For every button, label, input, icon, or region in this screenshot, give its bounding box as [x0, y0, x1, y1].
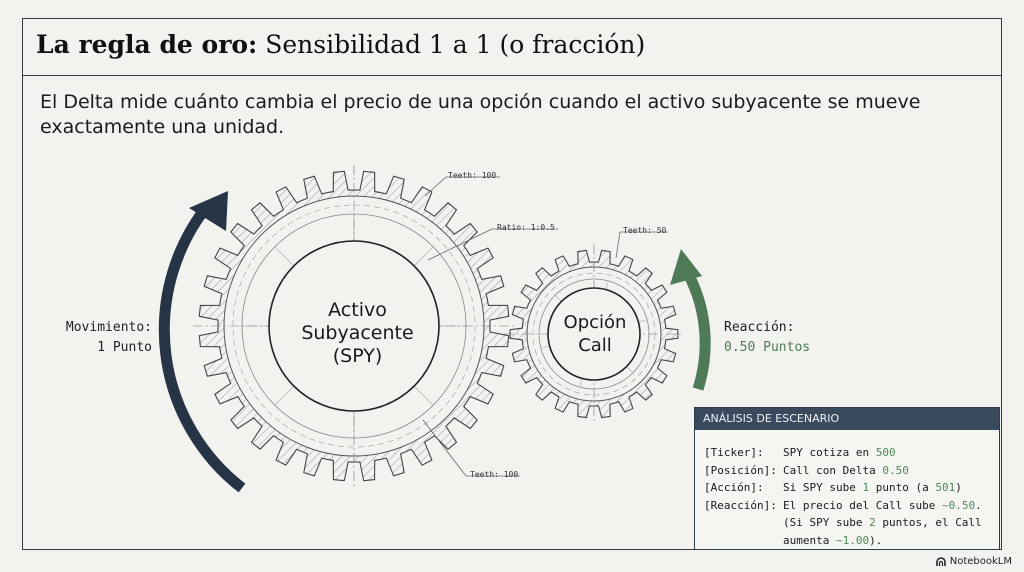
reaction-arrowhead — [670, 249, 702, 285]
gear-spoke-line — [274, 246, 295, 267]
large-gear-label: Activo Subyacente (SPY) — [285, 299, 430, 368]
scenario-row: (Si SPY sube 2 puntos, el Call — [704, 514, 995, 532]
gear-hub — [547, 287, 641, 381]
scenario-row-value: aumenta ~1.00). — [783, 532, 882, 550]
scenario-row: [Posición]: Call con Delta 0.50 — [704, 462, 995, 480]
small-gear-line2: Call — [578, 335, 612, 356]
reaction-label: Reacción: 0.50 Puntos — [724, 318, 810, 358]
movement-line1: Movimiento: — [65, 320, 152, 335]
gear-spoke-line — [579, 378, 583, 388]
scenario-text: SPY cotiza en — [783, 446, 876, 459]
scenario-highlight: ~1.00 — [835, 533, 870, 547]
gear-spoke-line — [413, 385, 434, 406]
subtitle: El Delta mide cuánto cambia el precio de… — [40, 91, 921, 138]
scenario-text: aumenta — [783, 533, 836, 547]
gear-pitch-circle — [232, 204, 476, 448]
scenario-text: ). — [869, 533, 883, 547]
movement-label: Movimiento: 1 Punto — [60, 318, 152, 358]
scenario-row-value: SPY cotiza en 500 — [783, 444, 896, 462]
small-gear-line1: Opción — [563, 312, 627, 333]
reaction-line1: Reacción: — [724, 320, 795, 335]
movement-line2: 1 Punto — [97, 340, 152, 355]
scenario-row-key: [Posición]: — [704, 463, 777, 477]
teeth-top-annotation: Teeth: 100 — [448, 171, 497, 180]
scenario-text: Si SPY sube — [783, 481, 863, 494]
ratio-annotation: Ratio: 1:0.5 — [497, 223, 555, 232]
scenario-row: [Ticker]: SPY cotiza en 500 — [704, 444, 995, 462]
scenario-highlight: 1 — [862, 481, 870, 494]
scenario-text: punto (a — [869, 481, 936, 494]
gear-hub — [268, 240, 440, 412]
gear-spoke-line — [413, 246, 434, 267]
scenario-text: ) — [955, 481, 962, 494]
scenario-row-value: (Si SPY sube 2 puntos, el Call — [783, 514, 982, 532]
large-gear-line3: (SPY) — [332, 345, 383, 367]
movement-arrowhead — [189, 191, 228, 231]
teeth-top-leader — [424, 176, 447, 197]
scenario-panel-body: [Ticker]: SPY cotiza en 500 [Posición]: Cal… — [704, 444, 995, 549]
scenario-panel-header: ANÁLISIS DE ESCENARIO — [695, 408, 999, 430]
scenario-row-key: [Acción]: — [704, 481, 764, 494]
scenario-row-value: El precio del Call sube ~0.50. — [783, 497, 982, 515]
reaction-line2: 0.50 Puntos — [724, 340, 811, 355]
teeth-bottom-annotation: Teeth: 100 — [470, 470, 519, 479]
brand-footer: NotebookLM — [935, 556, 1012, 567]
scenario-row: aumenta ~1.00). — [704, 532, 995, 550]
scenario-text: Call con Delta — [783, 463, 883, 477]
small-gear-label: Opción Call — [545, 311, 645, 357]
ratio-leader — [427, 228, 493, 261]
content-frame — [22, 18, 1002, 550]
scenario-highlight: 500 — [875, 446, 896, 459]
teeth-bottom-leader — [422, 419, 467, 477]
scenario-highlight: ~0.50 — [941, 498, 976, 512]
scenario-text: puntos, el Call — [875, 516, 982, 529]
reaction-arc — [680, 265, 711, 391]
large-gear — [193, 165, 515, 487]
gear-spoke-line — [638, 319, 648, 323]
scenario-row-key: [Reacción]: — [704, 498, 777, 512]
gear-spoke-line — [540, 345, 550, 349]
scenario-row-value: Si SPY sube 1 punto (a 501) — [783, 479, 962, 497]
movement-arc — [158, 201, 246, 493]
scenario-row-key — [704, 532, 783, 550]
scenario-row: [Reacción]: El precio del Call sube ~0.50… — [704, 497, 995, 515]
scenario-row-value: Call con Delta 0.50 — [783, 462, 909, 480]
teeth-small-annotation: Teeth: 50 — [623, 226, 667, 235]
gear-spoke-line — [605, 280, 609, 290]
title-rest: Sensibilidad 1 a 1 (o fracción) — [265, 30, 646, 59]
scenario-panel: ANÁLISIS DE ESCENARIO [Ticker]: SPY cotiz… — [694, 407, 1000, 550]
brand-name: NotebookLM — [949, 556, 1012, 567]
gear-spoke-line — [274, 385, 295, 406]
large-gear-line1: Activo — [328, 299, 387, 321]
scenario-row: [Acción]: Si SPY sube 1 punto (a 501) — [704, 479, 995, 497]
scenario-text: (Si SPY sube — [783, 516, 870, 529]
scenario-text: . — [975, 498, 982, 512]
gear-spoke-line — [626, 366, 634, 374]
title-bold: La regla de oro: — [36, 30, 258, 59]
scenario-text: El precio del Call sube — [783, 498, 942, 512]
scenario-row-key — [704, 514, 783, 532]
scenario-highlight: 2 — [869, 516, 876, 529]
scenario-highlight: 501 — [935, 481, 956, 494]
scenario-row-key: [Ticker]: — [704, 446, 764, 459]
small-gear — [504, 244, 684, 424]
teeth-small-leader — [615, 231, 621, 259]
gear-spoke-line — [554, 294, 562, 302]
large-gear-line2: Subyacente — [301, 322, 414, 344]
scenario-highlight: 0.50 — [882, 463, 909, 477]
notebooklm-logo-icon — [935, 556, 946, 566]
page-title: La regla de oro: Sensibilidad 1 a 1 (o f… — [36, 30, 645, 59]
